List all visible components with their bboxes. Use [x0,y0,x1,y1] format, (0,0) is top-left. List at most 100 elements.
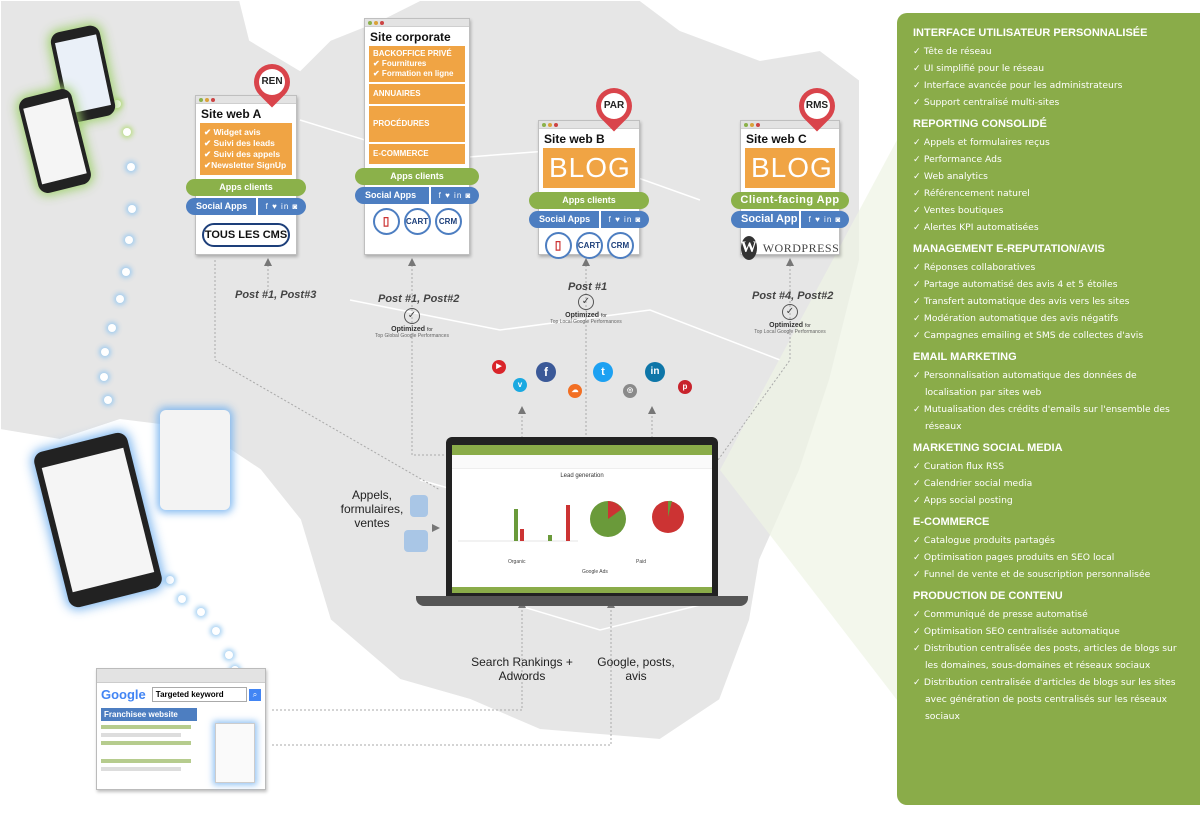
soundcloud-icon[interactable]: ☁ [568,384,582,398]
panel-section: MARKETING SOCIAL MEDIA Curation flux RSSC… [913,442,1190,509]
book-icon: ▯ [372,208,400,235]
dashboard-charts [458,500,684,542]
wordpress-icon: W [740,236,757,260]
corporate-title: Site corporate [370,30,451,44]
instagram-icon[interactable]: ◎ [623,384,637,398]
site-card-a[interactable]: Site web A ✔ Widget avis ✔ Suivi des lea… [186,95,306,255]
search-keyword-input[interactable]: Targeted keyword [151,687,247,702]
panel-feature-item: Interface avancée pour les administrateu… [913,77,1190,94]
post-label-c: Post #4, Post#2 [752,290,834,302]
panel-feature-item: Référencement naturel [913,185,1190,202]
dashboard-title: Lead generation [560,473,604,479]
panel-feature-item: Transfert automatique des avis vers les … [913,293,1190,310]
site-a-title: Site web A [201,107,262,121]
linkedin-icon[interactable]: in [645,362,665,382]
panel-feature-item: Support centralisé multi-sites [913,94,1190,111]
panel-section-title: EMAIL MARKETING [913,351,1017,363]
optimized-badge-c: ✓ Optimized for Top Local Google Perform… [754,304,826,335]
panel-feature-item: Alertes KPI automatisées [913,219,1190,236]
corporate-backoffice: BACKOFFICE PRIVÉ ✔ Fournitures ✔ Formati… [369,46,465,82]
optimized-badge-b: ✓ Optimized for Top Local Google Perform… [550,294,622,325]
search-result-franchisee[interactable]: Franchisee website [101,708,197,721]
site-c-social-app[interactable]: Social App f ♥ in ◙ [731,211,849,228]
corporate-modules: ▯ CART CRM [365,208,469,235]
site-c-title: Site web C [746,132,807,146]
site-a-features: ✔ Widget avis ✔ Suivi des leads ✔ Suivi … [200,123,292,176]
site-a-apps-button[interactable]: Apps clients [186,179,306,197]
check-icon: ✓ [578,294,594,310]
panel-section-title: MANAGEMENT E-REPUTATION/AVIS [913,243,1105,255]
site-card-c[interactable]: Site web C BLOG Client-facing App Social… [731,120,849,260]
panel-feature-item: Modération automatique des avis négatifs [913,310,1190,327]
vimeo-icon[interactable]: v [513,378,527,392]
organic-label: Organic [508,559,526,565]
panel-section: REPORTING CONSOLIDÉAppels et formulaires… [913,118,1190,236]
site-card-corporate[interactable]: Site corporate BACKOFFICE PRIVÉ ✔ Fourni… [355,18,479,255]
technician-avatar [160,410,230,510]
panel-section-title: PRODUCTION DE CONTENU [913,590,1063,602]
person-icon [410,495,428,517]
panel-feature-item: Appels et formulaires reçus [913,134,1190,151]
panel-feature-item: Personnalisation automatique des données… [913,367,1190,401]
youtube-icon[interactable]: ▶ [492,360,506,374]
optimized-badge-corporate: ✓ Optimized for Top Global Google Perfor… [375,308,449,339]
panel-feature-item: Optimisation SEO centralisée automatique [913,623,1190,640]
panel-feature-item: Apps social posting [913,492,1190,509]
corporate-annuaires[interactable]: ANNUAIRES [369,84,465,104]
panel-feature-item: Calendrier social media [913,475,1190,492]
panel-feature-item: Catalogue produits partagés [913,532,1190,549]
social-icons: f ♥ in ◙ [601,211,649,228]
check-icon: ✓ [404,308,420,324]
panel-feature-item: Curation flux RSS [913,458,1190,475]
panel-section: MANAGEMENT E-REPUTATION/AVIS Réponses col… [913,243,1190,344]
social-icons: f ♥ in ◙ [431,187,479,204]
wordpress-badge: W WORDPRESS [740,236,839,260]
panel-section: INTERFACE UTILISATEUR PERSONNALISÉE Tête … [913,27,1190,111]
post-label-b: Post #1 [568,281,608,293]
laptop-dashboard: Lead generation Organic Paid Google Ads [446,437,718,597]
site-c-blog[interactable]: BLOG [745,148,835,188]
twitter-icon[interactable]: t [593,362,613,382]
book-icon: ▯ [544,232,572,259]
corporate-apps-button[interactable]: Apps clients [355,168,479,185]
site-b-social-apps[interactable]: Social Apps f ♥ in ◙ [529,211,649,228]
panel-feature-item: Performance Ads [913,151,1190,168]
facebook-icon[interactable]: f [536,362,556,382]
search-icon[interactable]: ⌕ [249,688,261,701]
paid-label: Paid [636,559,647,565]
panel-feature-item: Réponses collaboratives [913,259,1190,276]
laptop-base [416,596,748,606]
panel-feature-item: Tête de réseau [913,43,1190,60]
site-b-blog[interactable]: BLOG [543,148,635,188]
post-label-a: Post #1, Post#3 [235,289,317,301]
pinterest-icon[interactable]: p [678,380,692,394]
panel-section-title: INTERFACE UTILISATEUR PERSONNALISÉE [913,27,1148,39]
social-icons: f ♥ in ◙ [258,198,306,216]
search-caption: Search Rankings + Adwords [471,655,573,683]
panel-feature-item: UI simplifié pour le réseau [913,60,1190,77]
site-c-apps-button[interactable]: Client-facing App [731,192,849,209]
google-ads-label: Google Ads [582,569,608,575]
corporate-ecommerce[interactable]: E-COMMERCE [369,144,465,164]
panel-section-title: MARKETING SOCIAL MEDIA [913,442,1063,454]
panel-feature-item: Mutualisation des crédits d'emails sur l… [913,401,1190,435]
panel-feature-item: Web analytics [913,168,1190,185]
site-card-b[interactable]: Site web B BLOG Apps clients Social Apps… [529,120,649,259]
panel-feature-item: Funnel de vente et de souscription perso… [913,566,1190,583]
google-caption: Google, posts, avis [597,655,675,683]
site-a-social-apps[interactable]: Social Apps f ♥ in ◙ [186,198,306,216]
calls-caption: Appels, formulaires, ventes [340,488,404,530]
site-a-cms-badge: TOUS LES CMS [202,223,290,248]
check-icon: ✓ [782,304,798,320]
desk-worker-icon [404,530,428,552]
panel-feature-item: Campagnes emailing et SMS de collectes d… [913,327,1190,344]
site-b-apps-button[interactable]: Apps clients [529,192,649,209]
cart-module: CART [575,232,603,259]
panel-feature-item: Communiqué de presse automatisé [913,606,1190,623]
site-b-modules: ▯ CART CRM [539,232,639,259]
panel-feature-item: Partage automatisé des avis 4 et 5 étoil… [913,276,1190,293]
corporate-procedures[interactable]: PROCÉDURES [369,106,465,142]
features-panel: INTERFACE UTILISATEUR PERSONNALISÉE Tête … [897,13,1200,805]
corporate-social-apps[interactable]: Social Apps f ♥ in ◙ [355,187,479,204]
panel-section: EMAIL MARKETING Personnalisation automati… [913,351,1190,435]
